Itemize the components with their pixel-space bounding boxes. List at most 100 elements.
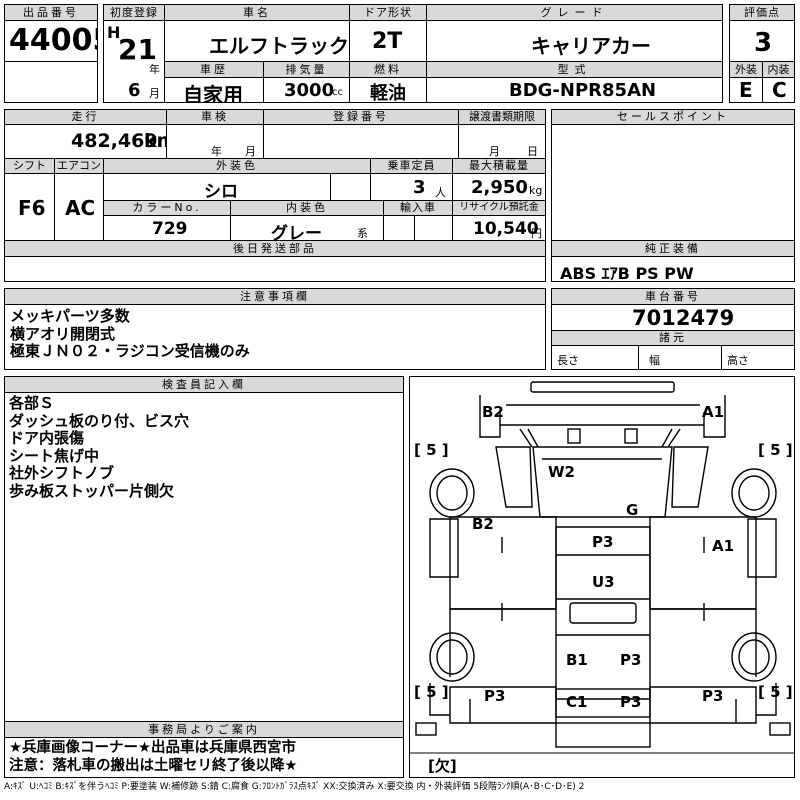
inspector-list: 各部Ｓ ダッシュ板のり付、ビス穴 ドア内張傷 シート焦げ中 社外シフトノブ 歩み… [9,394,189,501]
mark-w2: W2 [548,463,575,481]
exterior-cell: E [729,77,763,103]
inspector-cell: 各部Ｓ ダッシュ板のり付、ビス穴 ドア内張傷 シート焦げ中 社外シフトノブ 歩み… [4,392,404,722]
notes-cell: メッキパーツ多数 横アオリ開閉式 極東ＪＮ０２・ラジコン受信機のみ [4,304,546,370]
history-cell: 自家用 [164,77,264,103]
max-load-unit: kg [529,184,543,197]
notes-line: メッキパーツ多数 [10,307,130,325]
ac: AC [65,196,96,220]
history-header: 車歴 [164,61,264,78]
mark-p3-bottom: P3 [620,693,642,711]
office-line: 注意：落札車の搬出は土曜セリ終了後以降★ [9,758,298,774]
interior-grade: C [772,78,787,102]
import-cell-2 [414,215,453,241]
mark-p3-right: P3 [702,687,724,705]
door-cell: 2T [349,20,427,62]
mark-u3: U3 [592,573,615,591]
notes-line: 横アオリ開閉式 [10,324,116,343]
reg-number-header: 登録番号 [263,109,459,125]
spec-header: 諸元 [551,330,795,346]
grade-header: グレード [426,4,723,21]
sales-point-cell [551,124,795,241]
height-cell: 高さ [721,345,795,370]
color-extra-cell [330,173,371,201]
shift: F6 [18,196,46,220]
color: シロ [204,182,238,201]
later-parts-cell [4,256,546,282]
reg-year: 21 [118,33,157,66]
max-load-header: 最大積載量 [452,158,546,174]
reg-month: 6 [128,80,141,101]
first-reg-cell: H 21 年 6 月 [103,20,165,103]
genuine-header: 純正装備 [551,240,795,257]
interior-color-cell: グレー 系 [230,215,384,241]
legend: A:ｷｽﾞ U:ﾍｺﾐ B:ｷｽﾞを伴うﾍｺﾐ P:要塗装 W:補修跡 S:錆 … [4,782,585,792]
office-header: 事務局よりご案内 [4,721,404,738]
fuel-cell: 軽油 [349,77,427,103]
reg-number-cell [263,124,459,159]
interior-color-unit: 系 [357,227,368,240]
mark-p3-bed: P3 [620,651,642,669]
lot-number: 44005 [9,23,97,58]
capacity: 3 [413,177,426,198]
mark-g: G [626,501,639,519]
score: 3 [754,28,773,58]
model: BDG-NPR85AN [509,80,657,101]
recycle-unit: 円 [531,227,542,240]
import-header: 輸入車 [383,200,453,216]
grade-cell: キャリアカー [426,20,723,62]
ac-cell: AC [54,173,104,241]
inspector-line: シート焦げ中 [9,446,100,465]
recycle: 10,540 [473,219,539,239]
notes-list: メッキパーツ多数 横アオリ開閉式 極東ＪＮ０２・ラジコン受信機のみ [10,307,250,361]
interior-header: 内装 [762,61,795,78]
office-line: ★兵庫画像コーナー★出品車は兵庫県西宮市 [9,740,296,756]
displacement: 3000 [284,80,335,101]
later-parts-header: 後日発送部品 [4,240,546,257]
car-name-cell: エルフトラック [164,20,350,62]
mark-b2-top: B2 [482,403,504,421]
inspector-line: 歩み板ストッパー片側欠 [9,481,175,500]
interior-color: グレー [271,224,322,241]
blank-cell [4,61,98,103]
inspection-cell: 年 月 [166,124,264,159]
max-load: 2,950 [471,177,528,198]
model-header: 型式 [426,61,723,78]
displacement-header: 排気量 [263,61,350,78]
sales-point-header: セールスポイント [551,109,795,125]
truck-diagram [410,381,794,754]
chassis-header: 車台番号 [551,288,795,305]
month-unit: 月 [149,87,160,100]
capacity-unit: 人 [435,186,446,199]
model-cell: BDG-NPR85AN [426,77,723,103]
grade: キャリアカー [531,34,651,58]
tire-left-front: [ 5 ] [414,441,449,459]
mark-b2-side: B2 [472,515,494,533]
ac-header: エアコン [54,158,104,174]
length-label: 長さ [557,354,579,367]
inspector-line: 各部Ｓ [9,394,55,412]
color-no: 729 [152,219,188,239]
inspector-line: ドア内張傷 [9,429,85,448]
color-header: 外装色 [103,158,371,174]
genuine-equipment: ABS ｴｱB PS PW [560,264,694,282]
genuine-cell: ABS ｴｱB PS PW [551,256,795,282]
exterior-header: 外装 [729,61,763,78]
transfer-day-unit: 日 [527,145,538,158]
mileage-header: 走行 [4,109,167,125]
inspection-header: 車検 [166,109,264,125]
mark-p3-center: P3 [592,533,614,551]
fuel-header: 燃料 [349,61,427,78]
tire-right-front: [ 5 ] [758,441,793,459]
vehicle-diagram: [ 5 ] [ 5 ] [ 5 ] [ 5 ] [欠] B2 A1 W2 G B… [409,376,795,778]
office-cell: ★兵庫画像コーナー★出品車は兵庫県西宮市 注意：落札車の搬出は土曜セリ終了後以降… [4,737,404,778]
length-cell: 長さ [551,345,639,370]
score-cell: 3 [729,20,795,62]
shift-cell: F6 [4,173,55,241]
tire-left-rear: [ 5 ] [414,683,449,701]
displacement-cell: 3000 cc [263,77,350,103]
mark-p3-left: P3 [484,687,506,705]
color-no-header: カラーNo. [103,200,231,216]
mark-a1-top: A1 [702,403,725,421]
mark-c1: C1 [566,693,588,711]
inspector-line: 社外シフトノブ [9,464,115,483]
